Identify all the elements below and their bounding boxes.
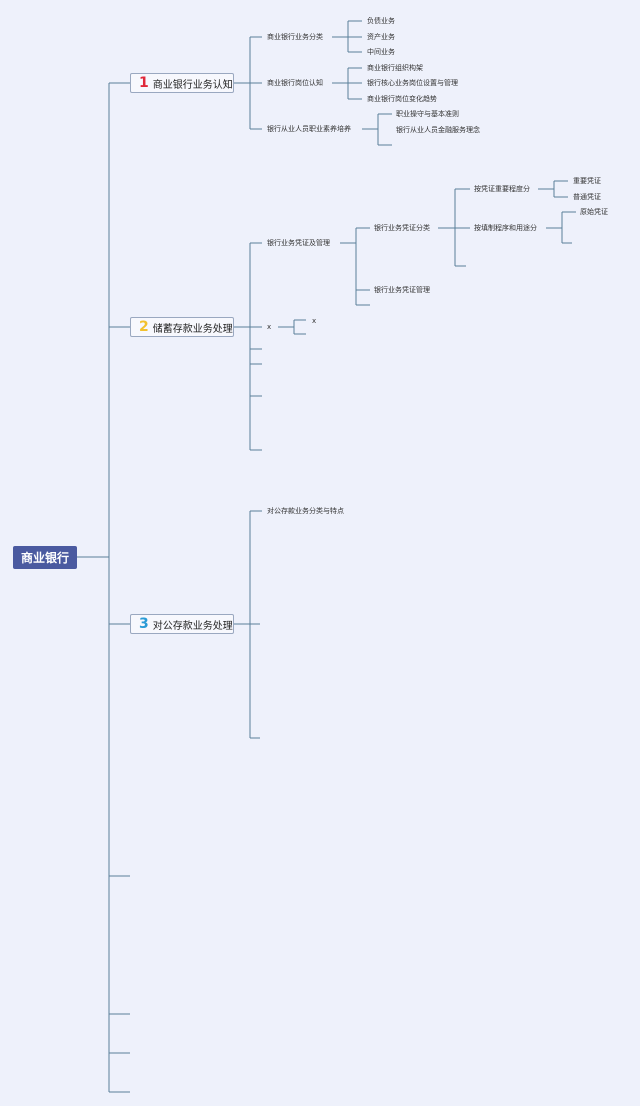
node-by-procedure[interactable]: 按填制程序和用途分 [474, 224, 537, 232]
node-original-voucher[interactable]: 原始凭证 [580, 208, 608, 216]
node-voucher-classification[interactable]: 银行业务凭证分类 [374, 224, 430, 232]
node-position-trends[interactable]: 商业银行岗位变化趋势 [367, 95, 437, 103]
node-intermediary-business[interactable]: 中间业务 [367, 48, 395, 56]
node-org-structure[interactable]: 商业银行组织构架 [367, 64, 423, 72]
node-by-importance[interactable]: 按凭证重要程度分 [474, 185, 530, 193]
branch-1-node[interactable]: 1 商业银行业务认知 [130, 73, 234, 93]
node-corporate-deposit-classification[interactable]: 对公存款业务分类与特点 [267, 507, 344, 515]
node-ordinary-voucher[interactable]: 普通凭证 [573, 193, 601, 201]
branch-number: 3 [139, 616, 149, 632]
node-position-awareness[interactable]: 商业银行岗位认知 [267, 79, 323, 87]
branch-2-node[interactable]: 2 储蓄存款业务处理 [130, 317, 234, 337]
branch-label: 商业银行业务认知 [152, 79, 233, 91]
node-liability-business[interactable]: 负债业务 [367, 17, 395, 25]
root-node[interactable]: 商业银行 [13, 546, 77, 569]
node-important-voucher[interactable]: 重要凭证 [573, 177, 601, 185]
node-service-philosophy[interactable]: 银行从业人员金融服务理念 [396, 126, 480, 134]
node-voucher-management[interactable]: 银行业务凭证及管理 [267, 239, 330, 247]
branch-number: 2 [139, 319, 149, 335]
node-x-child[interactable]: x [312, 317, 317, 325]
node-business-classification[interactable]: 商业银行业务分类 [267, 33, 323, 41]
node-professional-literacy[interactable]: 银行从业人员职业素养培养 [267, 125, 351, 133]
node-professional-ethics[interactable]: 职业操守与基本准则 [396, 110, 459, 118]
branch-label: 储蓄存款业务处理 [152, 323, 233, 335]
node-asset-business[interactable]: 资产业务 [367, 33, 395, 41]
branch-label: 对公存款业务处理 [152, 620, 233, 632]
node-core-positions[interactable]: 银行核心业务岗位设置与管理 [367, 79, 458, 87]
node-x[interactable]: x [267, 323, 272, 331]
branch-number: 1 [139, 75, 149, 91]
branch-3-node[interactable]: 3 对公存款业务处理 [130, 614, 234, 634]
node-voucher-admin[interactable]: 银行业务凭证管理 [374, 286, 430, 294]
